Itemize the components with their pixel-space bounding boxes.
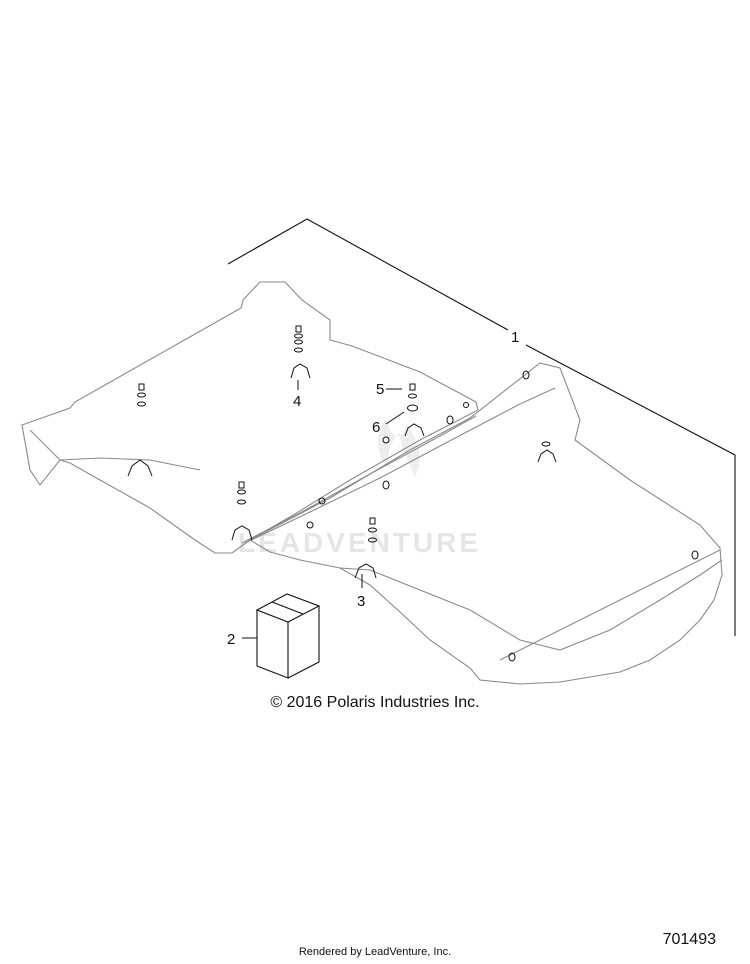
watermark-text: LEADVENTURE (238, 527, 481, 558)
left-skid-plate (21, 281, 479, 554)
bolt-set-left-front (127, 383, 153, 477)
callout-1-bracket (227, 218, 736, 636)
rendered-by-credit: Rendered by LeadVenture, Inc. (298, 946, 452, 958)
leader-6 (385, 411, 405, 425)
callout-2: 2 (227, 631, 235, 648)
bolt-set-right-plate (306, 370, 699, 662)
bolt-set-left-rear (231, 481, 253, 541)
right-skid-plate (244, 362, 723, 685)
callout-3: 3 (357, 593, 365, 610)
callout-4: 4 (293, 393, 301, 410)
callout-5: 5 (376, 381, 384, 398)
bolt-set-3 (354, 517, 377, 579)
copyright-notice: © 2016 Polaris Industries Inc. (270, 694, 480, 711)
diagram-number: 701493 (662, 931, 716, 948)
callout-1: 1 (511, 329, 519, 346)
bolt-set-5-6 (404, 383, 425, 437)
hardware-marks (127, 325, 699, 662)
leader-lines (242, 388, 405, 639)
callout-6: 6 (372, 419, 380, 436)
part-2-box (255, 593, 321, 679)
bolt-set-4 (290, 325, 311, 390)
